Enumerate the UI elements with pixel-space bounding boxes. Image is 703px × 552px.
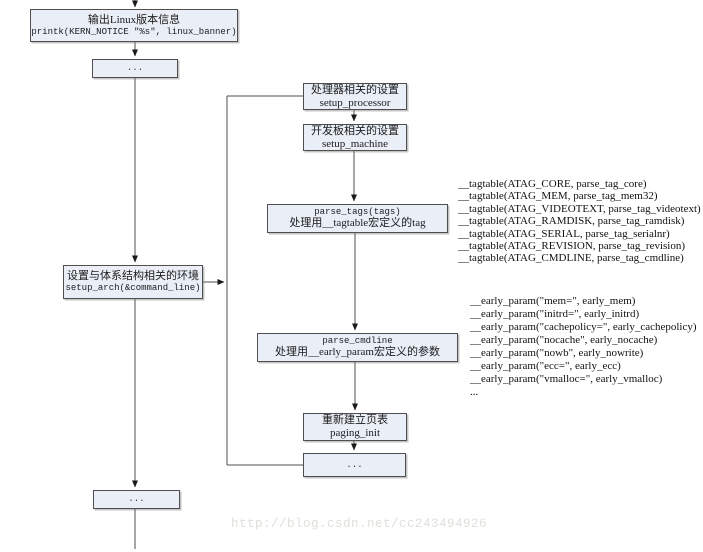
flow-box-ellipsis-top: ...	[92, 59, 178, 78]
early-param-line: __early_param("nowb", early_nowrite)	[470, 347, 644, 359]
tagtable-line: __tagtable(ATAG_MEM, parse_tag_mem32)	[458, 190, 658, 203]
flow-box-parse-tags: parse_tags(tags) 处理用__tagtable宏定义的tag	[267, 204, 448, 233]
flow-box-setup-arch: 设置与体系结构相关的环境 setup_arch(&command_line)	[63, 265, 203, 299]
setup-arch-title: 设置与体系结构相关的环境	[67, 270, 199, 283]
flow-box-setup-processor: 处理器相关的设置 setup_processor	[303, 83, 407, 110]
flow-box-paging-init: 重新建立页表 paging_init	[303, 413, 407, 441]
flow-box-print-banner: 输出Linux版本信息 printk(KERN_NOTICE "%s", lin…	[30, 9, 238, 42]
ellipsis-label: ...	[126, 63, 144, 74]
print-banner-code: printk(KERN_NOTICE "%s", linux_banner)	[31, 26, 237, 37]
early-param-line: __early_param("vmalloc=", early_vmalloc)	[470, 373, 663, 385]
watermark-url: http://blog.csdn.net/cc243494926	[231, 517, 488, 531]
parse-cmdline-code: parse_cmdline	[322, 335, 393, 346]
tagtable-line: __tagtable(ATAG_REVISION, parse_tag_revi…	[458, 240, 686, 253]
tagtable-line: __tagtable(ATAG_VIDEOTEXT, parse_tag_vid…	[458, 202, 701, 215]
early-param-line: __early_param("nocache", early_nocache)	[470, 334, 658, 346]
paging-init-title: 重新建立页表	[322, 414, 388, 427]
tagtable-line: __tagtable(ATAG_RAMDISK, parse_tag_ramdi…	[458, 215, 685, 228]
setup-processor-title: 处理器相关的设置	[311, 83, 399, 96]
setup-machine-code: setup_machine	[322, 137, 388, 150]
tagtable-annotation-block: __tagtable(ATAG_CORE, parse_tag_core) __…	[458, 178, 701, 265]
early-param-line: __early_param("mem=", early_mem)	[470, 295, 636, 307]
early-param-line: __early_param("cachepolicy=", early_cach…	[470, 321, 697, 333]
flow-box-ellipsis-right: ...	[303, 453, 406, 477]
flow-box-setup-machine: 开发板相关的设置 setup_machine	[303, 124, 407, 151]
parse-tags-code: parse_tags(tags)	[314, 206, 401, 217]
setup-arch-code: setup_arch(&command_line)	[65, 283, 201, 294]
early-param-line: __early_param("ecc=", early_ecc)	[470, 360, 621, 372]
setup-machine-title: 开发板相关的设置	[311, 124, 399, 137]
parse-tags-title: 处理用__tagtable宏定义的tag	[289, 217, 426, 230]
flow-box-ellipsis-bottom: ...	[93, 490, 180, 509]
early-param-annotation-block: __early_param("mem=", early_mem) __early…	[470, 295, 697, 399]
paging-init-code: paging_init	[329, 427, 381, 439]
parse-cmdline-title: 处理用__early_param宏定义的参数	[275, 346, 440, 359]
ellipsis-label: ...	[128, 494, 145, 505]
tagtable-line: __tagtable(ATAG_CMDLINE, parse_tag_cmdli…	[458, 252, 684, 265]
tagtable-line: __tagtable(ATAG_CORE, parse_tag_core)	[458, 178, 647, 190]
flow-box-parse-cmdline: parse_cmdline 处理用__early_param宏定义的参数	[257, 333, 458, 362]
ellipsis-label: ...	[346, 459, 363, 470]
print-banner-title: 输出Linux版本信息	[87, 13, 181, 26]
early-param-ellipsis: ...	[470, 386, 479, 398]
setup-processor-code: setup_processor	[319, 96, 391, 109]
tagtable-line: __tagtable(ATAG_SERIAL, parse_tag_serial…	[458, 227, 670, 240]
early-param-line: __early_param("initrd=", early_initrd)	[470, 308, 640, 320]
